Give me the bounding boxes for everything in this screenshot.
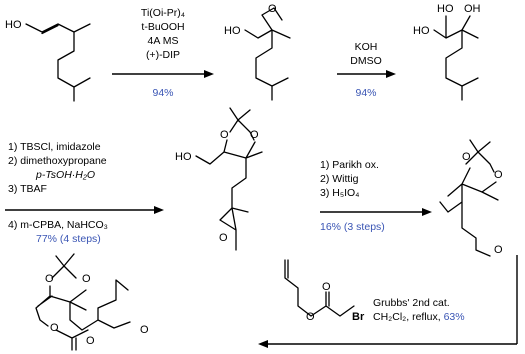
atom-ho-5: HO bbox=[175, 151, 192, 163]
cond-2-line-2: DMSO bbox=[350, 55, 382, 67]
arrow-step-1 bbox=[112, 70, 214, 78]
atom-o-acetonide-5: O bbox=[45, 273, 54, 285]
atom-ho-4: HO bbox=[437, 3, 454, 15]
cond-4-line-1: 1) Parikh ox. bbox=[320, 159, 379, 171]
cond-1-line-2: t-BuOOH bbox=[141, 21, 184, 33]
atom-ho-3: HO bbox=[413, 25, 430, 37]
atom-ho: HO bbox=[5, 19, 22, 31]
atom-o-ester-2: O bbox=[322, 281, 331, 293]
compound-rcm-product: O O O O O bbox=[35, 253, 149, 351]
reagent-butenyl-bromoacetate: O O Br bbox=[284, 259, 365, 323]
yield-step-2: 94% bbox=[355, 87, 376, 99]
yield-step-4: 16% (3 steps) bbox=[320, 221, 385, 233]
cond-1-line-4: (+)-DIP bbox=[146, 49, 180, 61]
cond-4-line-3: 3) H₅IO₄ bbox=[320, 187, 359, 199]
arrow-step-5 bbox=[258, 255, 518, 348]
cond-5-line-1: Grubbs' 2nd cat. bbox=[373, 297, 450, 309]
atom-o-aldehyde-2: O bbox=[140, 324, 149, 336]
conditions-step-2: KOH DMSO 94% bbox=[350, 41, 382, 99]
atom-o-acetonide-3: O bbox=[462, 151, 471, 163]
cond-4-line-2: 2) Wittig bbox=[320, 173, 359, 185]
compound-acetonide-epoxide: HO O O O bbox=[175, 107, 263, 251]
cond-5-line-2: CH₂Cl₂, reflux, 63% bbox=[373, 311, 465, 323]
cond-5-line-2-text: CH₂Cl₂, reflux, bbox=[373, 311, 444, 323]
compound-epoxy-alcohol: HO O bbox=[224, 3, 291, 101]
atom-o-acetonide-2: O bbox=[250, 129, 259, 141]
arrow-step-2 bbox=[337, 70, 396, 78]
yield-step-5: 63% bbox=[444, 311, 465, 323]
atom-o-acetonide-4: O bbox=[494, 169, 503, 181]
yield-step-1: 94% bbox=[152, 87, 173, 99]
atom-o-epoxide-1: O bbox=[268, 3, 277, 15]
atom-o-acetonide-6: O bbox=[82, 273, 91, 285]
atom-ho-2: HO bbox=[224, 25, 241, 37]
arrow-step-3 bbox=[5, 206, 164, 214]
cond-3-line-3: p-TsOH·H₂O bbox=[35, 169, 95, 181]
cond-1-line-1: Ti(Oi-Pr)₄ bbox=[141, 7, 185, 19]
atom-o-aldehyde: O bbox=[494, 244, 503, 256]
atom-oh: OH bbox=[464, 3, 481, 15]
compound-triol: HO HO OH bbox=[413, 3, 481, 101]
atom-o-acetonide-1: O bbox=[220, 129, 229, 141]
cond-3-line-2: 2) dimethoxypropane bbox=[8, 155, 107, 167]
conditions-step-5: Grubbs' 2nd cat. CH₂Cl₂, reflux, 63% bbox=[373, 297, 465, 323]
conditions-step-1: Ti(Oi-Pr)₄ t-BuOOH 4A MS (+)-DIP 94% bbox=[141, 7, 185, 99]
cond-3-line-4: 3) TBAF bbox=[8, 183, 47, 195]
compound-geraniol: HO bbox=[5, 19, 91, 102]
atom-o-epoxide-2: O bbox=[219, 232, 228, 244]
conditions-step-3: 1) TBSCl, imidazole 2) dimethoxypropane … bbox=[8, 141, 108, 245]
cond-2-line-1: KOH bbox=[355, 41, 378, 53]
compound-aldehyde: O O O bbox=[439, 139, 503, 257]
cond-3-line-5: 4) m-CPBA, NaHCO₃ bbox=[8, 219, 108, 231]
cond-3-line-1: 1) TBSCl, imidazole bbox=[8, 141, 101, 153]
yield-step-3: 77% (4 steps) bbox=[36, 233, 101, 245]
atom-o-ester-1: O bbox=[306, 311, 315, 323]
atom-br: Br bbox=[352, 311, 365, 323]
cond-1-line-3: 4A MS bbox=[148, 35, 179, 47]
arrow-step-4 bbox=[320, 208, 432, 216]
atom-o-ester-4: O bbox=[86, 335, 95, 347]
atom-o-ester-3: O bbox=[50, 322, 59, 334]
conditions-step-4: 1) Parikh ox. 2) Wittig 3) H₅IO₄ 16% (3 … bbox=[320, 159, 385, 233]
